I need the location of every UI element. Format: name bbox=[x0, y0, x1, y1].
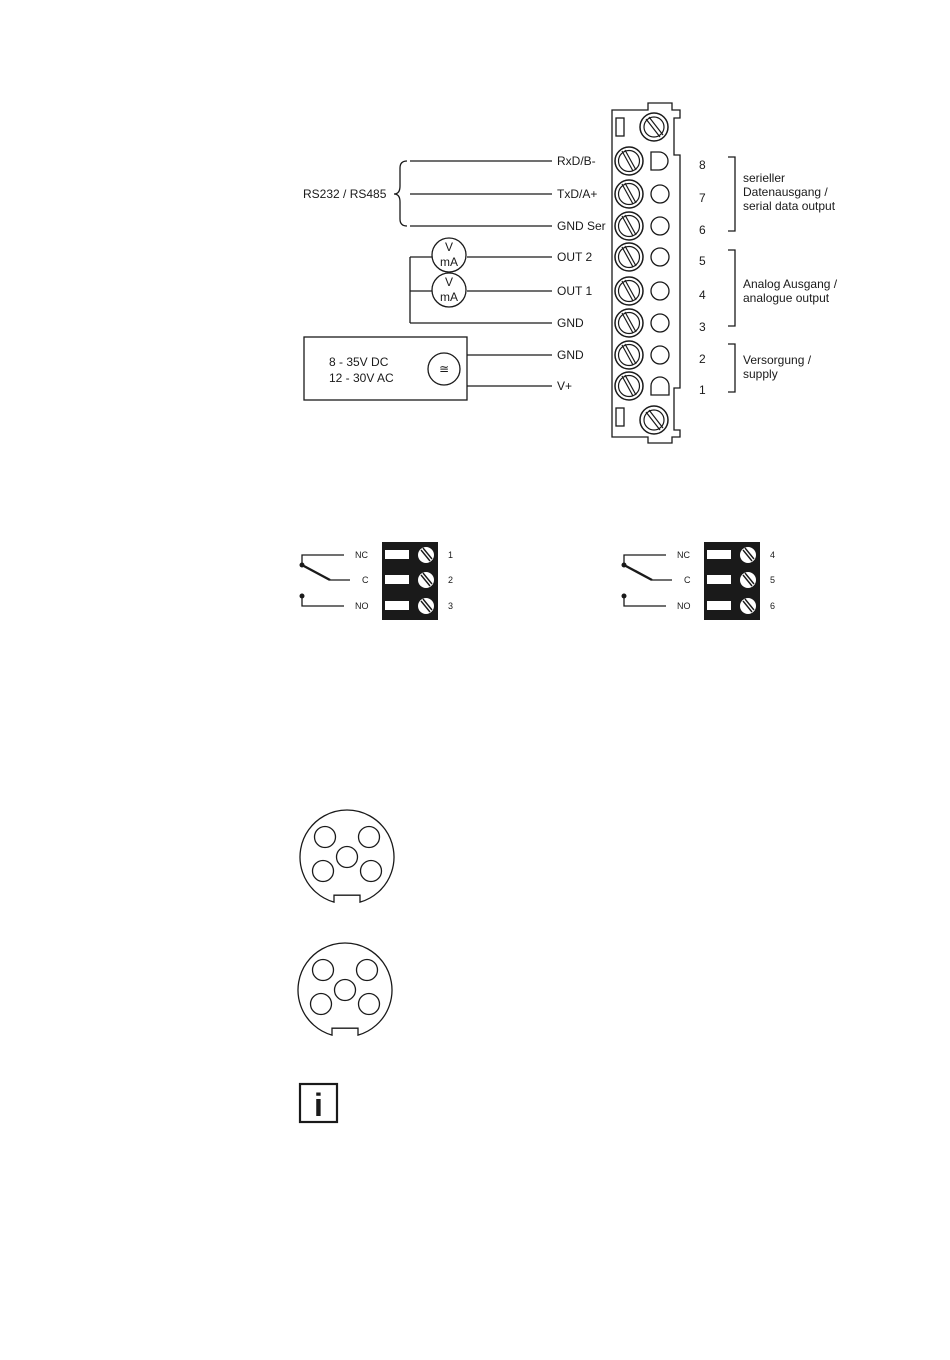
svg-text:serieller: serieller bbox=[743, 171, 785, 185]
power-supply-box: 8 - 35V DC 12 - 30V AC ≅ bbox=[304, 337, 467, 400]
terminal-hole bbox=[651, 217, 669, 235]
signal-label: GND bbox=[557, 316, 584, 330]
terminal-screw bbox=[615, 372, 643, 400]
signal-wires bbox=[410, 161, 552, 386]
terminal-hole bbox=[651, 152, 668, 170]
svg-text:i: i bbox=[314, 1087, 323, 1123]
connector-pin bbox=[335, 980, 356, 1001]
contact-label: NC bbox=[355, 550, 368, 560]
relay-diagram-1: NC C NO 1 2 3 bbox=[300, 542, 454, 620]
svg-text:Analog Ausgang /: Analog Ausgang / bbox=[743, 277, 838, 291]
contact-label: NO bbox=[355, 601, 369, 611]
terminal-numbers: 8 7 6 5 4 3 2 1 bbox=[699, 158, 706, 397]
svg-text:12 - 30V AC: 12 - 30V AC bbox=[329, 371, 394, 385]
contact-label: C bbox=[684, 575, 691, 585]
signal-label: OUT 2 bbox=[557, 250, 592, 264]
terminal-screw bbox=[615, 243, 643, 271]
relay-terminal-number: 2 bbox=[448, 575, 453, 585]
mounting-screw-top bbox=[640, 113, 668, 141]
svg-text:analogue output: analogue output bbox=[743, 291, 830, 305]
group-brackets bbox=[728, 157, 735, 392]
terminal-hole bbox=[651, 185, 669, 203]
contact-label: NO bbox=[677, 601, 691, 611]
contact-label: C bbox=[362, 575, 369, 585]
terminal-screw bbox=[615, 212, 643, 240]
connector-pin bbox=[337, 847, 358, 868]
contact-label: NC bbox=[677, 550, 690, 560]
relay-diagram-2: NC C NO 4 5 6 bbox=[622, 542, 776, 620]
group-label-analog: Analog Ausgang / analogue output bbox=[743, 277, 838, 305]
round-connector-1 bbox=[300, 810, 394, 902]
svg-text:V: V bbox=[445, 275, 453, 289]
terminal-screw bbox=[615, 277, 643, 305]
connector-pin bbox=[311, 994, 332, 1015]
terminal-number: 5 bbox=[699, 254, 706, 268]
terminal-hole bbox=[651, 346, 669, 364]
signal-label: OUT 1 bbox=[557, 284, 592, 298]
svg-text:supply: supply bbox=[743, 367, 778, 381]
terminal-number: 8 bbox=[699, 158, 706, 172]
terminal-number: 7 bbox=[699, 191, 706, 205]
bus-brace bbox=[394, 161, 407, 226]
terminal-number: 3 bbox=[699, 320, 706, 334]
relay-terminal-number: 1 bbox=[448, 550, 453, 560]
relay-terminal-number: 3 bbox=[448, 601, 453, 611]
terminal-hole bbox=[651, 248, 669, 266]
svg-text:mA: mA bbox=[440, 255, 458, 269]
signal-label: GND bbox=[557, 348, 584, 362]
group-label-supply: Versorgung / supply bbox=[743, 353, 812, 381]
terminal-screw bbox=[615, 180, 643, 208]
signal-label: V+ bbox=[557, 379, 572, 393]
terminal-hole bbox=[651, 314, 669, 332]
connector-pin bbox=[313, 861, 334, 882]
relay-terminal-number: 6 bbox=[770, 601, 775, 611]
svg-text:8 - 35V DC: 8 - 35V DC bbox=[329, 355, 389, 369]
terminal-screw bbox=[615, 309, 643, 337]
meter-out1: V mA bbox=[432, 273, 466, 307]
terminal-number: 4 bbox=[699, 288, 706, 302]
terminal-hole bbox=[651, 282, 669, 300]
signal-label: TxD/A+ bbox=[557, 187, 597, 201]
terminal-number: 2 bbox=[699, 352, 706, 366]
terminal-number: 6 bbox=[699, 223, 706, 237]
terminal-hole bbox=[651, 377, 669, 395]
mounting-screw-bottom bbox=[640, 406, 668, 434]
signal-label: RxD/B- bbox=[557, 154, 596, 168]
connector-pin bbox=[359, 994, 380, 1015]
svg-text:mA: mA bbox=[440, 290, 458, 304]
ac-dc-symbol: ≅ bbox=[439, 362, 449, 376]
connector-pin bbox=[315, 827, 336, 848]
info-icon: i bbox=[300, 1084, 337, 1123]
connector-pin bbox=[357, 960, 378, 981]
bus-label: RS232 / RS485 bbox=[303, 187, 387, 201]
group-label-serial: serieller Datenausgang / serial data out… bbox=[743, 171, 836, 213]
connector-pin bbox=[313, 960, 334, 981]
connector-pin bbox=[361, 861, 382, 882]
round-connector-2 bbox=[298, 943, 392, 1035]
signal-label: GND Ser bbox=[557, 219, 606, 233]
terminal-block bbox=[612, 103, 680, 443]
relay-terminal-number: 5 bbox=[770, 575, 775, 585]
relay-terminal-number: 4 bbox=[770, 550, 775, 560]
terminal-number: 1 bbox=[699, 383, 706, 397]
meter-out2: V mA bbox=[432, 238, 466, 272]
svg-text:Versorgung /: Versorgung / bbox=[743, 353, 812, 367]
svg-text:serial data output: serial data output bbox=[743, 199, 836, 213]
svg-text:Datenausgang /: Datenausgang / bbox=[743, 185, 828, 199]
svg-text:V: V bbox=[445, 240, 453, 254]
terminal-screw bbox=[615, 341, 643, 369]
connector-pin bbox=[359, 827, 380, 848]
terminal-screw bbox=[615, 147, 643, 175]
